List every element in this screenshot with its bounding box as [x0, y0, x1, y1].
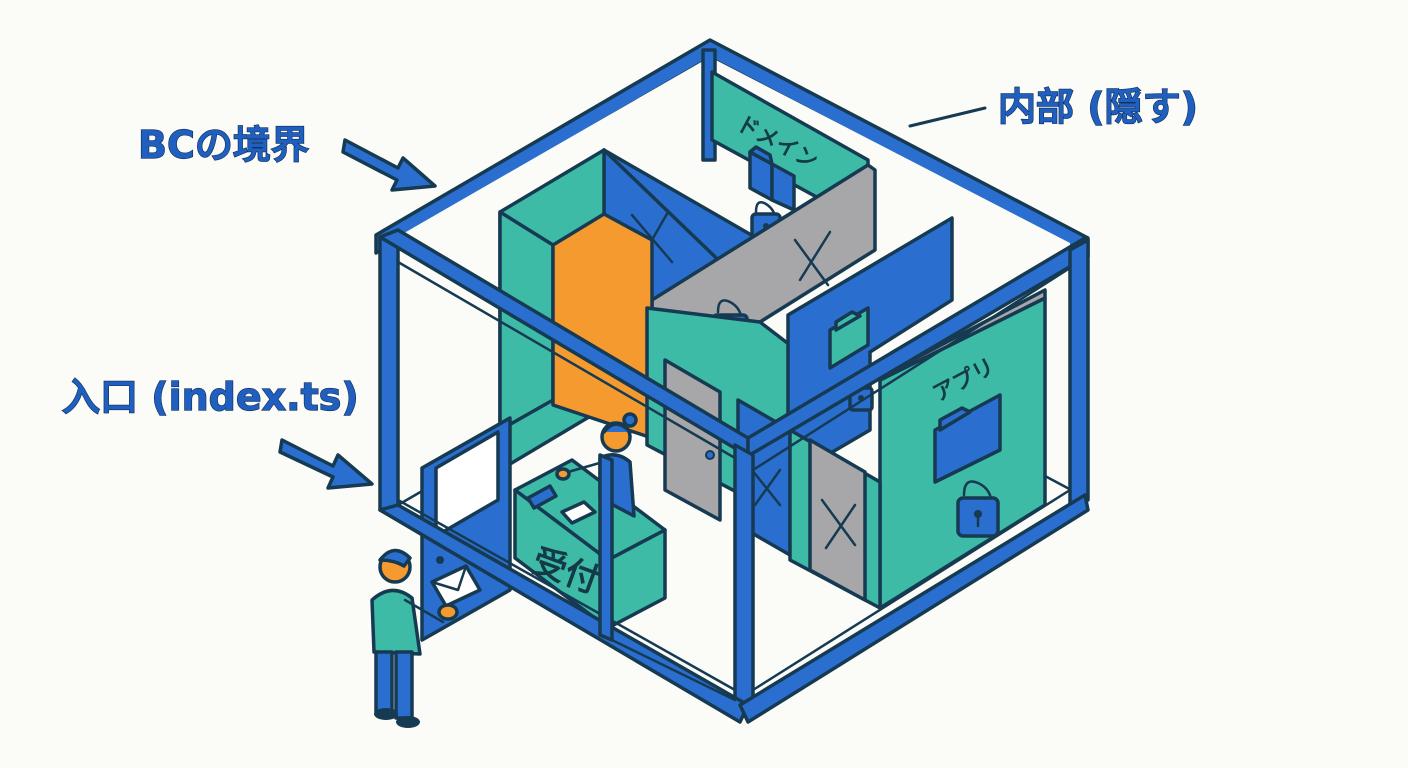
folder-icon	[828, 306, 870, 370]
cross-icon	[750, 468, 782, 507]
boundary-arrow-icon	[341, 138, 437, 192]
folder-icon	[748, 145, 796, 212]
internal-leader-line	[908, 106, 987, 128]
internal-label: 内部 (隠す)	[998, 85, 1198, 129]
cross-icon	[793, 230, 832, 287]
bc-boundary-frame	[378, 228, 1090, 724]
blue-middle-wall	[786, 216, 954, 480]
folder-icon	[933, 393, 1002, 484]
envelope-icon	[430, 564, 482, 608]
padlock-icon	[956, 480, 1000, 538]
entrance-label: 入口 (index.ts)	[62, 375, 359, 419]
cross-icon	[820, 498, 857, 550]
entrance-arrow-icon	[278, 438, 374, 490]
visitor-person-icon	[370, 548, 482, 728]
boundary-label: BCの境界	[138, 123, 309, 167]
